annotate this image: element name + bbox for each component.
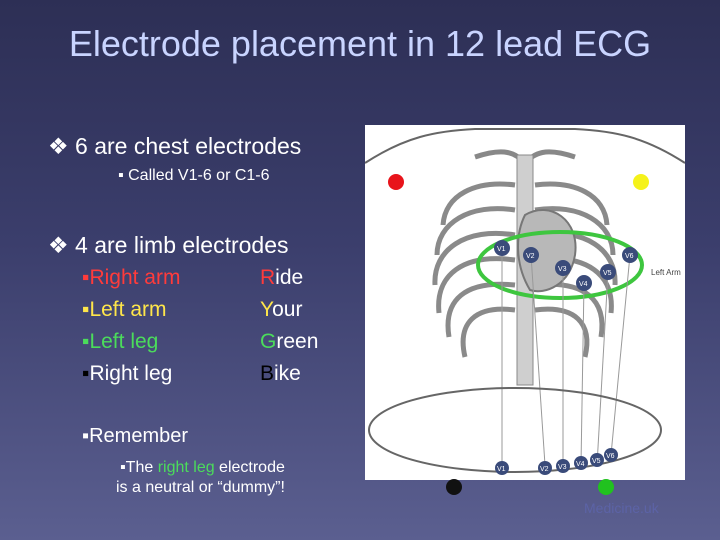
left-arm-electrode [633,174,649,190]
electrode-label: V6 [625,253,634,260]
chest-sub-bullet: ▪ Called V1-6 or C1-6 [118,167,270,185]
left-leg-electrode [598,479,614,495]
left-arm-label: Left Arm [651,268,681,277]
electrode-label: V3 [558,266,567,273]
limb-bullet-text: 4 are limb electrodes [75,232,289,258]
bullet-glyph: ▪ [118,167,124,184]
electrode-label: V6 [606,453,615,460]
chest-electrodes: V1 V2 V3 V4 V5 V6 [494,240,638,291]
limb-item: ▪Right arm [82,266,181,289]
highlight-right-leg: right leg [157,459,215,476]
limb-item: ▪Left leg [82,330,159,353]
right-arm-electrode [388,174,404,190]
bullet-glyph: ▪ [120,459,126,476]
caption-watermark: Medicine.uk [584,500,659,516]
limb-item: ▪Right leg [82,362,173,385]
chest-bullet: ❖ 6 are chest electrodes [48,133,301,160]
limb-item: ▪Left arm [82,298,167,321]
electrode-label: V1 [497,246,506,253]
page-title: Electrode placement in 12 lead ECG [68,23,652,64]
remember-note-line2: is a neutral or “dummy”! [116,479,285,496]
electrode-label: V2 [526,253,535,260]
mnemonic-word: Your [260,298,303,321]
remember-bullet: ▪Remember [82,425,188,448]
electrode-label: V2 [540,466,549,473]
bullet-glyph: ❖ [48,232,69,258]
limb-bullet: ❖ 4 are limb electrodes [48,232,289,259]
remember-label: Remember [89,425,189,447]
cross-section-electrodes: V1 V2 V3 V4 V5 V6 [495,448,618,475]
electrode-label: V4 [579,281,588,288]
electrode-label: V4 [576,461,585,468]
mnemonic-word: Bike [260,362,301,385]
ecg-diagram: V1 V2 V3 V4 V5 V6 Left Arm V1 V2 V3 V4 V… [364,125,686,480]
chest-sub-text: Called V1-6 or C1-6 [128,167,270,184]
mnemonic-word: Green [260,330,319,353]
mnemonic-word: Ride [260,266,304,289]
chest-bullet-text: 6 are chest electrodes [75,133,302,159]
chest-electrode-highlight [476,230,644,300]
electrode-label: V1 [497,466,506,473]
bullet-glyph: ▪ [82,425,90,447]
electrode-label: V3 [558,464,567,471]
mnemonic-list: Ride Your Green Bike [260,262,318,390]
limb-list: ▪Right arm ▪Left arm ▪Left leg ▪Right le… [82,262,180,390]
ribs-left [432,181,516,358]
remember-note: ▪The right leg electrode is a neutral or… [116,459,285,496]
right-leg-electrode [446,479,462,495]
electrode-label: V5 [603,270,612,277]
chest-cross-section [368,387,662,473]
bullet-glyph: ❖ [48,133,69,159]
electrode-label: V5 [592,458,601,465]
chest-illustration: V1 V2 V3 V4 V5 V6 Left Arm V1 V2 V3 V4 V… [364,128,686,475]
